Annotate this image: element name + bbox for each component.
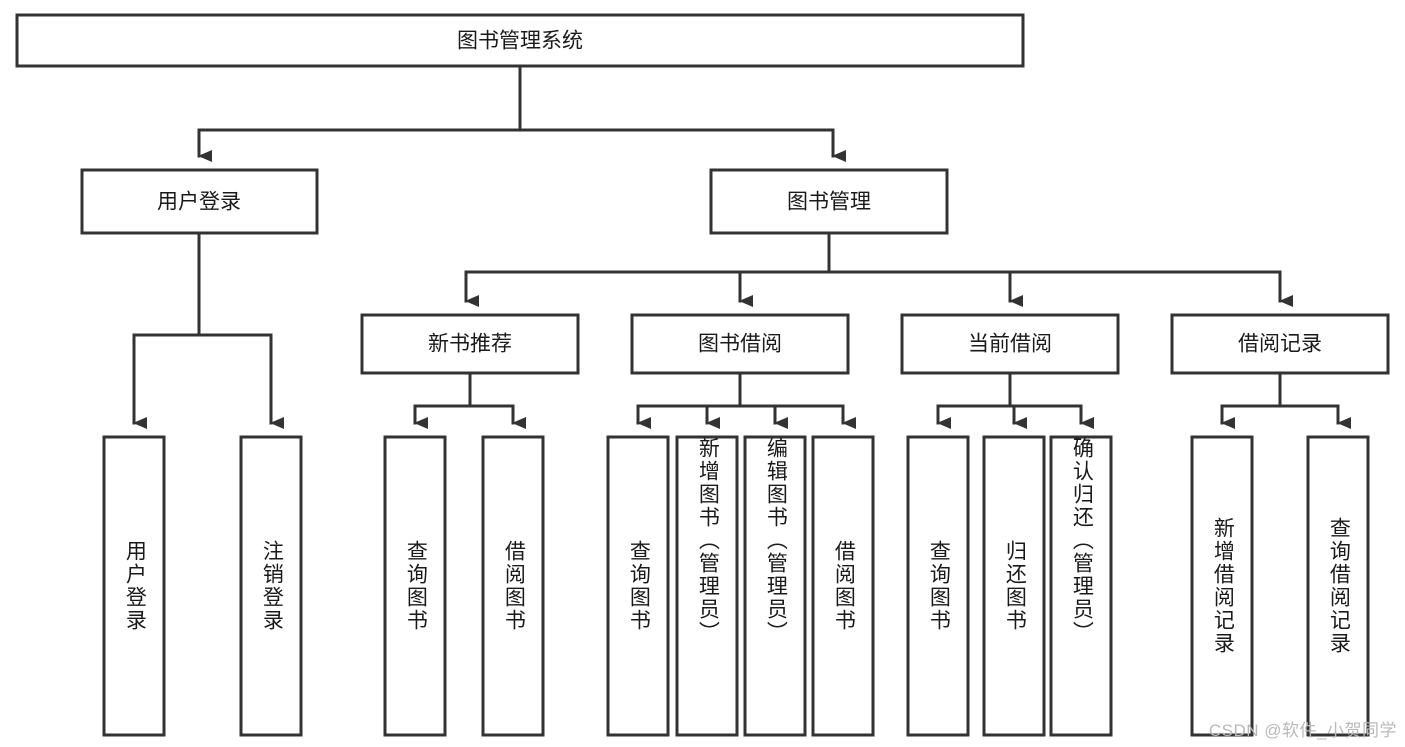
connector-newbookrec-to-leaves [413,371,526,429]
leaf-box-user-login[interactable] [102,435,166,737]
node-book-borrow-label: 图书借阅 [698,333,782,356]
node-user-login-label: 用户登录 [157,191,241,214]
node-root-label: 图书管理系统 [457,30,583,53]
leaf-box-confirm-return[interactable] [1049,435,1113,737]
leaf-box-add-book[interactable] [675,435,739,737]
leaf-box-add-record[interactable] [1190,435,1254,737]
node-user-login[interactable]: 用户登录 [80,168,319,235]
leaf-box-query-book[interactable] [606,435,670,737]
leaf-box-query-book-cur[interactable] [906,435,970,737]
leaf-box-query-record[interactable] [1306,435,1370,737]
leaf-box-borrow-book[interactable] [811,435,875,737]
connector-bookborrow-to-leaves [636,371,856,429]
node-borrow-record[interactable]: 借阅记录 [1170,313,1390,375]
node-new-book-rec[interactable]: 新书推荐 [360,313,580,375]
node-new-book-rec-label: 新书推荐 [428,333,512,356]
node-current-borrow-label: 当前借阅 [968,333,1052,356]
node-book-manage[interactable]: 图书管理 [709,168,949,235]
leaf-box-query-book-rec[interactable] [383,435,447,737]
connector-bookmanage-to-level3 [464,231,1293,307]
connector-borrowrecord-to-leaves [1220,371,1351,429]
connector-currentborrow-to-leaves [936,371,1094,429]
leaf-boxes [102,435,1370,737]
node-borrow-record-label: 借阅记录 [1238,333,1322,356]
node-book-manage-label: 图书管理 [787,191,871,214]
watermark-text: CSDN @软件_小贺同学 [1208,721,1397,740]
node-root[interactable]: 图书管理系统 [15,13,1025,68]
node-current-borrow[interactable]: 当前借阅 [900,313,1120,375]
leaf-box-return-book[interactable] [982,435,1046,737]
connector-root-to-level2 [197,64,846,162]
leaf-box-borrow-book-rec[interactable] [481,435,545,737]
node-book-borrow[interactable]: 图书借阅 [630,313,850,375]
leaf-box-edit-book[interactable] [743,435,807,737]
leaf-box-logout[interactable] [239,435,303,737]
connector-userlogin-to-leaves [132,231,284,429]
